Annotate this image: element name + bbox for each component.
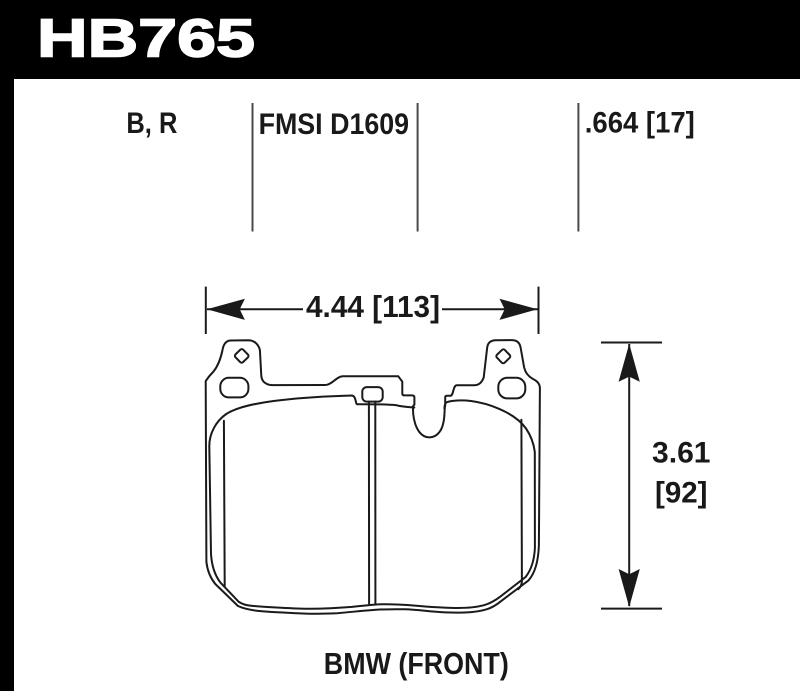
svg-text:4.44 [113]: 4.44 [113] xyxy=(306,290,440,324)
svg-text:B, R: B, R xyxy=(126,107,177,140)
svg-text:FMSI D1609: FMSI D1609 xyxy=(259,108,410,141)
svg-text:HB765: HB765 xyxy=(37,8,255,68)
svg-text:[92]: [92] xyxy=(655,477,708,510)
svg-text:3.61: 3.61 xyxy=(652,436,711,469)
svg-text:BMW (FRONT): BMW (FRONT) xyxy=(324,646,509,681)
svg-text:.664 [17]: .664 [17] xyxy=(585,106,695,139)
